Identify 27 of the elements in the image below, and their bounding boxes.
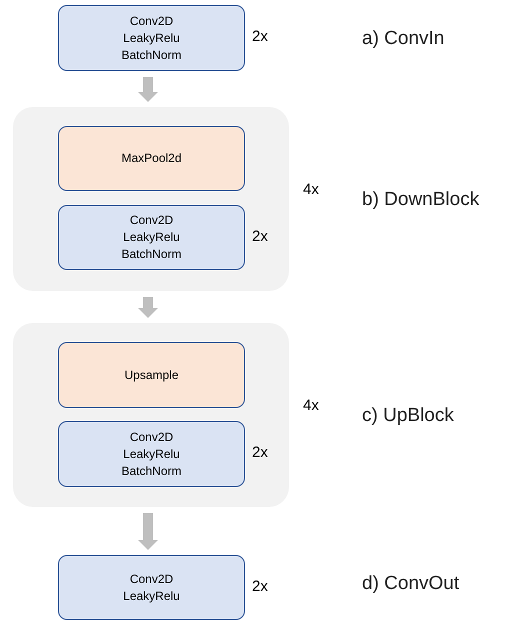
block-label: a) ConvIn (362, 28, 444, 50)
process-box (58, 205, 245, 270)
repeat-count: 2x (252, 228, 268, 244)
layer-label: MaxPool2d (121, 150, 182, 167)
arrow (138, 297, 158, 318)
arrow (138, 513, 158, 550)
repeat-count: 2x (252, 28, 268, 45)
block-label: d) ConvOut (362, 573, 460, 595)
process-box (58, 5, 245, 71)
layer-label: Upsample (124, 366, 179, 384)
block-label: c) UpBlock (362, 405, 454, 427)
process-box (58, 421, 245, 487)
process-box (58, 342, 245, 408)
layer-label: Conv2D LeakyRelu BatchNorm (121, 428, 182, 480)
arrow (138, 77, 158, 102)
repeat-count: 2x (252, 578, 268, 594)
layer-label: Conv2D LeakyRelu (123, 570, 180, 604)
repeat-count: 4x (303, 397, 319, 414)
repeat-count: 4x (303, 181, 319, 198)
process-box (58, 555, 245, 620)
repeat-count: 2x (252, 444, 268, 461)
block-label: b) DownBlock (362, 189, 480, 211)
block-group-background (13, 323, 289, 507)
block-group-background (13, 107, 289, 291)
layer-label: Conv2D LeakyRelu BatchNorm (121, 12, 182, 64)
layer-label: Conv2D LeakyRelu BatchNorm (121, 212, 182, 263)
process-box (58, 126, 245, 191)
